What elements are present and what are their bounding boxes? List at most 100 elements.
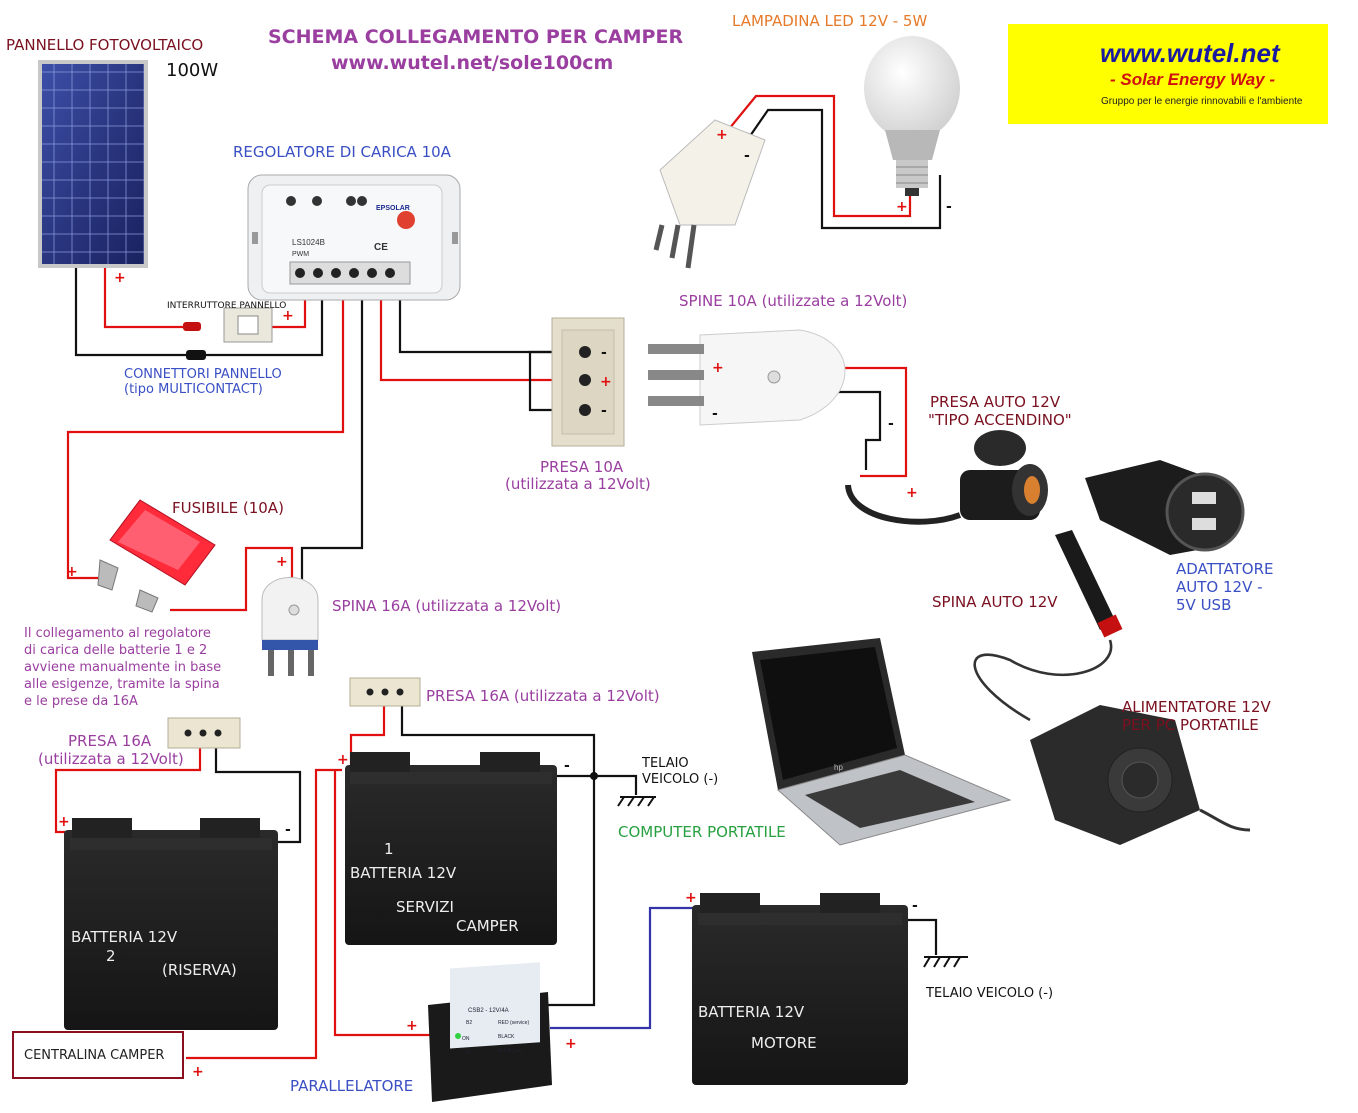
regulator-label: REGOLATORE DI CARICA 10A: [233, 143, 451, 161]
paralleler-label: PARALLELATORE: [290, 1077, 414, 1095]
battery-reserve: [64, 818, 278, 1030]
paralleler-out2: BLACK: [498, 1034, 515, 1040]
fuse-label: FUSIBILE (10A): [172, 499, 284, 517]
plug-10a-white: [648, 329, 846, 426]
plus-sign: +: [192, 1064, 204, 1080]
laptop: [752, 638, 1012, 846]
plus-sign: +: [600, 374, 612, 390]
note-line: di carica delle batterie 1 e 2: [24, 643, 208, 658]
wire-paralleler-engine: [550, 906, 712, 1030]
note-line: avviene manualmente in base: [24, 660, 222, 675]
minus-sign: -: [564, 758, 570, 774]
panel-switch: [223, 307, 273, 343]
wutel-logo: www.wutel.net - Solar Energy Way - Grupp…: [1008, 24, 1328, 124]
socket-16a-left: [167, 717, 241, 749]
plus-sign: +: [896, 199, 908, 215]
connector-positive: [183, 322, 201, 331]
plugs10-label: SPINE 10A (utilizzate a 12Volt): [679, 292, 908, 310]
laptop-brand: hp: [834, 763, 843, 772]
regulator-brand: EPSOLAR: [376, 205, 410, 212]
adapter-label-1: ADATTATORE: [1176, 560, 1274, 578]
pc-supply-label-1: ALIMENTATORE 12V: [1122, 698, 1271, 716]
regulator-ce: CE: [374, 242, 388, 253]
connector-negative: [186, 350, 206, 360]
paralleler-b2: B2: [466, 1020, 472, 1026]
battery-reserve-label: BATTERIA 12V: [71, 928, 178, 946]
battery-service-line3: CAMPER: [456, 917, 519, 935]
polarity-signs: + + + - + - - + - + - - + + + + - + - + …: [58, 127, 952, 1080]
panel-power-label: 100W: [166, 60, 219, 81]
wire-led-negative: [729, 108, 942, 230]
battery-service-line2: SERVIZI: [396, 898, 454, 916]
wire-fuse-plug16: [170, 546, 294, 612]
regulator-note: Il collegamento al regolatore di carica …: [24, 625, 234, 710]
plus-sign: +: [66, 564, 78, 580]
chassis-label-1: TELAIO: [642, 756, 689, 771]
car-socket-label: PRESA AUTO 12V: [930, 393, 1061, 411]
paralleler-on: ON: [462, 1036, 470, 1042]
wire-led-positive: [719, 94, 912, 218]
plus-sign: +: [716, 127, 728, 143]
paralleler-out3: BLUE (car): [498, 1048, 523, 1054]
regulator-tech: PWM: [292, 251, 309, 258]
socket10-note: (utilizzata a 12Volt): [505, 475, 651, 493]
chassis-label-2: VEICOLO (-): [642, 772, 719, 787]
car-plug: [1055, 530, 1123, 638]
wire-service-paralleler: [333, 770, 430, 1037]
wire-load-negative: [398, 300, 582, 354]
plug16-label: SPINA 16A (utilizzata a 12Volt): [332, 597, 562, 615]
wire-panel-negative: [74, 268, 186, 357]
logo-url: www.wutel.net: [1100, 38, 1280, 68]
wire-chassis-1: [594, 774, 638, 795]
note-line: e le prese da 16A: [24, 694, 138, 709]
plus-sign: +: [685, 890, 697, 906]
minus-sign: -: [601, 345, 607, 361]
battery-service-number: 1: [384, 840, 394, 858]
wire-regulator-plug16-negative: [300, 300, 364, 590]
plus-sign: +: [58, 814, 70, 830]
wire-socket16-service-negative: [400, 705, 596, 1007]
diagram-title: SCHEMA COLLEGAMENTO PER CAMPER: [268, 26, 684, 48]
wire-connector-regulator-negative: [206, 300, 324, 357]
plus-sign: +: [114, 270, 126, 286]
logo-tagline: - Solar Energy Way -: [1110, 70, 1276, 89]
plus-sign: +: [406, 1018, 418, 1034]
minus-sign: -: [888, 416, 894, 432]
wire-socket16-reserve-negative: [214, 745, 302, 844]
chassis-label-engine: TELAIO VEICOLO (-): [926, 986, 1054, 1001]
usb-adapter: [1085, 460, 1245, 555]
plus-sign: +: [276, 554, 288, 570]
camper-control-unit: CENTRALINA CAMPER: [12, 1031, 184, 1079]
plug-16a: [261, 577, 319, 676]
paralleler-model: CSB2 - 12V/4A: [468, 1008, 509, 1014]
switch-label: INTERRUTTORE PANNELLO: [167, 301, 287, 311]
battery-engine-line2: MOTORE: [751, 1034, 817, 1052]
minus-sign: -: [712, 406, 718, 422]
logo-subtitle: Gruppo per le energie rinnovabili e l'am…: [1101, 96, 1303, 107]
battery-service: [345, 752, 557, 945]
plus-sign: +: [906, 485, 918, 501]
laptop-label: COMPUTER PORTATILE: [618, 823, 786, 841]
socket16-left-note: (utilizzata a 12Volt): [38, 750, 184, 768]
adapter-label-3: 5V USB: [1176, 596, 1232, 614]
plus-sign: +: [565, 1036, 577, 1052]
paralleler-device: [428, 962, 552, 1102]
regulator-model: LS1024B: [292, 238, 325, 247]
led-bulb: [864, 36, 960, 196]
panel-label: PANNELLO FOTOVOLTAICO: [6, 36, 204, 54]
wire-car-plug-pc: [973, 639, 1113, 722]
diagram-url: www.wutel.net/sole100cm: [331, 52, 614, 74]
socket16-top-label: PRESA 16A (utilizzata a 12Volt): [426, 687, 660, 705]
car-plug-label: SPINA AUTO 12V: [932, 593, 1058, 611]
adapter-label-2: AUTO 12V -: [1176, 578, 1263, 596]
fuse: [97, 499, 216, 613]
connectors-label: CONNETTORI PANNELLO: [124, 367, 282, 382]
charge-regulator: [247, 174, 461, 301]
minus-sign: -: [285, 822, 291, 838]
pc-power-supply: [1030, 705, 1251, 845]
camper-control-unit-label: CENTRALINA CAMPER: [24, 1048, 165, 1063]
minus-sign: -: [744, 148, 750, 164]
plus-sign: +: [712, 360, 724, 376]
battery-engine-label: BATTERIA 12V: [698, 1003, 805, 1021]
